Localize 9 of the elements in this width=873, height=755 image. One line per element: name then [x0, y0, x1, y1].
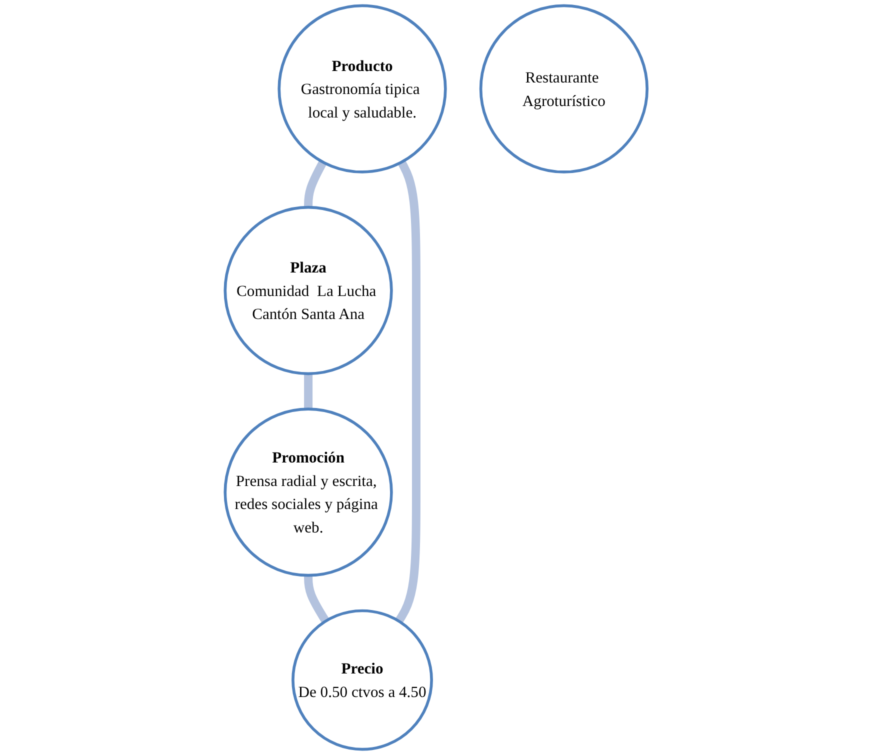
node-circle: Restaurante Agroturístico [480, 4, 649, 174]
node-circle: Plaza Comunidad La Lucha Cantón Santa Ana [224, 206, 394, 376]
connector [396, 160, 421, 624]
node-circle: Promoción Prensa radial y escrita, redes sociales y página web. [224, 408, 394, 577]
connector [304, 160, 328, 209]
connector [304, 574, 330, 624]
node-circle: Precio De 0.50 ctvos a 4.50 [292, 609, 434, 751]
node-circle: Producto Gastronomía tipica local y saludable. [278, 4, 448, 174]
connector [304, 372, 313, 410]
